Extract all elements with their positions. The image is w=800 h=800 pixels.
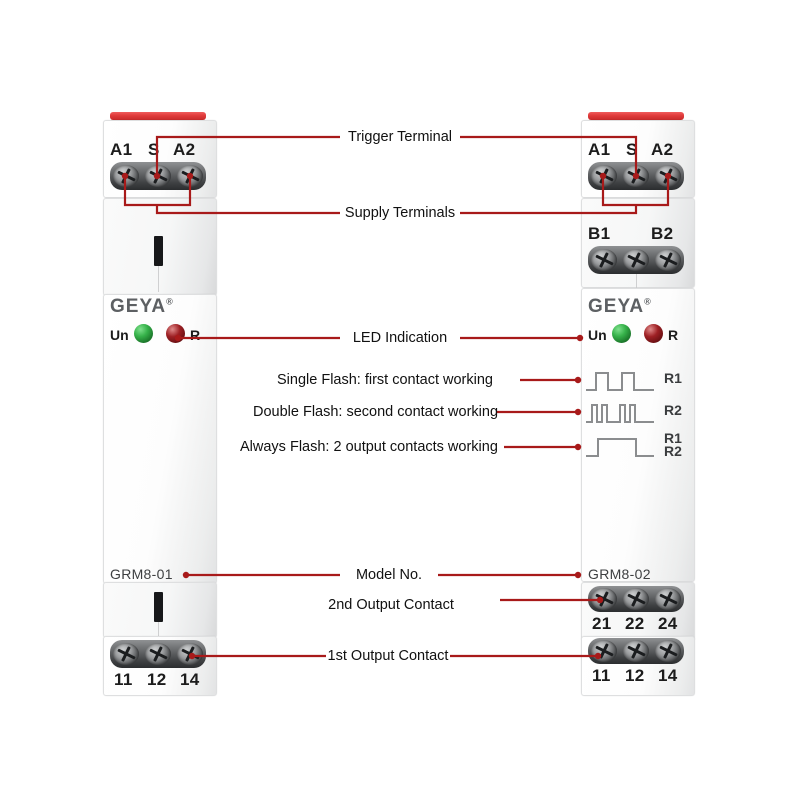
leader-supply-right xyxy=(460,205,638,215)
waveform-double-flash-glyph xyxy=(586,404,654,423)
waveform-double-flash xyxy=(584,398,662,433)
din-clip-slot-lower-left xyxy=(154,592,163,622)
annotation-double-flash: Double Flash: second contact working xyxy=(253,404,499,420)
brand-mark-right: ® xyxy=(644,296,652,307)
leader-trigger-left xyxy=(155,135,340,176)
terminal-label-14-right: 14 xyxy=(658,666,678,685)
leader-dot-double-flash xyxy=(574,408,582,416)
leader-dot-supply-a2-right xyxy=(664,172,672,180)
second-terminal-bar-right[interactable] xyxy=(588,246,684,274)
screw-12-right[interactable] xyxy=(623,640,649,662)
leader-supply-left-bracket xyxy=(123,176,192,207)
brand-name-right: GEYA xyxy=(588,296,645,317)
waveform-single-flash-glyph xyxy=(586,372,654,391)
leader-dot-trigger-right xyxy=(632,172,640,180)
brand-logo-left: GEYA® xyxy=(110,296,174,318)
screw-b2-right[interactable] xyxy=(655,249,681,271)
screw-b-mid-right[interactable] xyxy=(623,249,649,271)
front-face-right xyxy=(581,288,695,582)
led-label-r-left: R xyxy=(190,327,201,343)
terminal-label-14-left: 14 xyxy=(180,670,200,689)
led-label-un-left: Un xyxy=(110,327,129,343)
din-rail-strip-left xyxy=(110,112,206,120)
brand-logo-right: GEYA® xyxy=(588,296,652,318)
screw-24-right[interactable] xyxy=(655,588,681,610)
output1-terminal-bar-right[interactable] xyxy=(588,638,684,664)
terminal-label-12-left: 12 xyxy=(147,670,167,689)
leader-dot-first-output-right xyxy=(594,652,602,660)
din-rail-strip-right xyxy=(588,112,684,120)
leader-supply-right-bracket xyxy=(601,176,670,207)
waveform-label-r2: R2 xyxy=(664,402,682,418)
front-face-left xyxy=(103,294,217,584)
screw-22-right[interactable] xyxy=(623,588,649,610)
din-clip-slot-upper-left xyxy=(154,236,163,266)
waveform-label-r1: R1 xyxy=(664,370,682,386)
terminal-label-a2-right: A2 xyxy=(651,140,674,159)
screw-21-right[interactable] xyxy=(591,588,617,610)
leader-trigger-right xyxy=(460,135,638,176)
leader-supply-left xyxy=(155,205,340,215)
terminal-label-a1-left: A1 xyxy=(110,140,133,159)
terminal-label-b2-right: B2 xyxy=(651,224,674,243)
leader-dot-led-left xyxy=(174,334,182,342)
leader-dot-led-right xyxy=(576,334,584,342)
brand-mark-left: ® xyxy=(166,296,174,307)
terminal-label-s-right: S xyxy=(626,140,638,159)
screw-14-right[interactable] xyxy=(655,640,681,662)
annotation-supply-terminals: Supply Terminals xyxy=(344,205,456,221)
led-green-un-right xyxy=(612,324,631,343)
terminal-label-b1-right: B1 xyxy=(588,224,611,243)
led-label-un-right: Un xyxy=(588,327,607,343)
screw-11-left[interactable] xyxy=(113,643,139,665)
terminal-label-11-left: 11 xyxy=(114,670,133,689)
annotation-model-no: Model No. xyxy=(355,567,423,583)
output2-terminal-bar-right[interactable] xyxy=(588,586,684,612)
terminal-label-12-right: 12 xyxy=(625,666,645,685)
terminal-label-21-right: 21 xyxy=(592,614,612,633)
screw-b1-right[interactable] xyxy=(591,249,617,271)
leader-dot-trigger-left xyxy=(153,172,161,180)
terminal-label-22-right: 22 xyxy=(625,614,645,633)
leader-dot-first-output-left xyxy=(188,652,196,660)
terminal-label-a2-left: A2 xyxy=(173,140,196,159)
leader-dot-supply-a1-right xyxy=(599,172,607,180)
din-clip-line-upper-right xyxy=(636,274,637,290)
model-label-left: GRM8-01 xyxy=(110,566,173,582)
annotation-single-flash: Single Flash: first contact working xyxy=(277,372,493,388)
led-green-un-left xyxy=(134,324,153,343)
annotation-always-flash: Always Flash: 2 output contacts working xyxy=(240,439,498,455)
led-red-r-right xyxy=(644,324,663,343)
leader-dot-single-flash xyxy=(574,376,582,384)
brand-name-left: GEYA xyxy=(110,296,167,317)
waveform-label-r1r2: R1 R2 xyxy=(664,430,682,459)
waveform-always-flash xyxy=(584,432,662,467)
terminal-label-11-right: 11 xyxy=(592,666,611,685)
leader-dot-model-left xyxy=(182,571,190,579)
terminal-label-a1-right: A1 xyxy=(588,140,611,159)
terminal-label-s-left: S xyxy=(148,140,160,159)
model-label-right: GRM8-02 xyxy=(588,566,651,582)
din-clip-line-upper-left xyxy=(158,266,159,292)
waveform-single-flash xyxy=(584,366,662,401)
leader-dot-model-right xyxy=(574,571,582,579)
leader-dot-supply-a2-left xyxy=(186,172,194,180)
annotation-led-indication: LED Indication xyxy=(352,330,448,346)
led-label-r-right: R xyxy=(668,327,679,343)
annotation-second-output-contact: 2nd Output Contact xyxy=(328,597,454,613)
annotation-trigger-terminal: Trigger Terminal xyxy=(348,129,452,145)
annotation-first-output-contact: 1st Output Contact xyxy=(327,648,449,664)
leader-dot-supply-a1-left xyxy=(121,172,129,180)
din-clip-line-lower-left xyxy=(158,622,159,636)
leader-dot-second-output xyxy=(596,596,604,604)
terminal-label-24-right: 24 xyxy=(658,614,678,633)
waveform-always-flash-glyph xyxy=(586,438,654,457)
screw-12-left[interactable] xyxy=(145,643,171,665)
leader-dot-always-flash xyxy=(574,443,582,451)
